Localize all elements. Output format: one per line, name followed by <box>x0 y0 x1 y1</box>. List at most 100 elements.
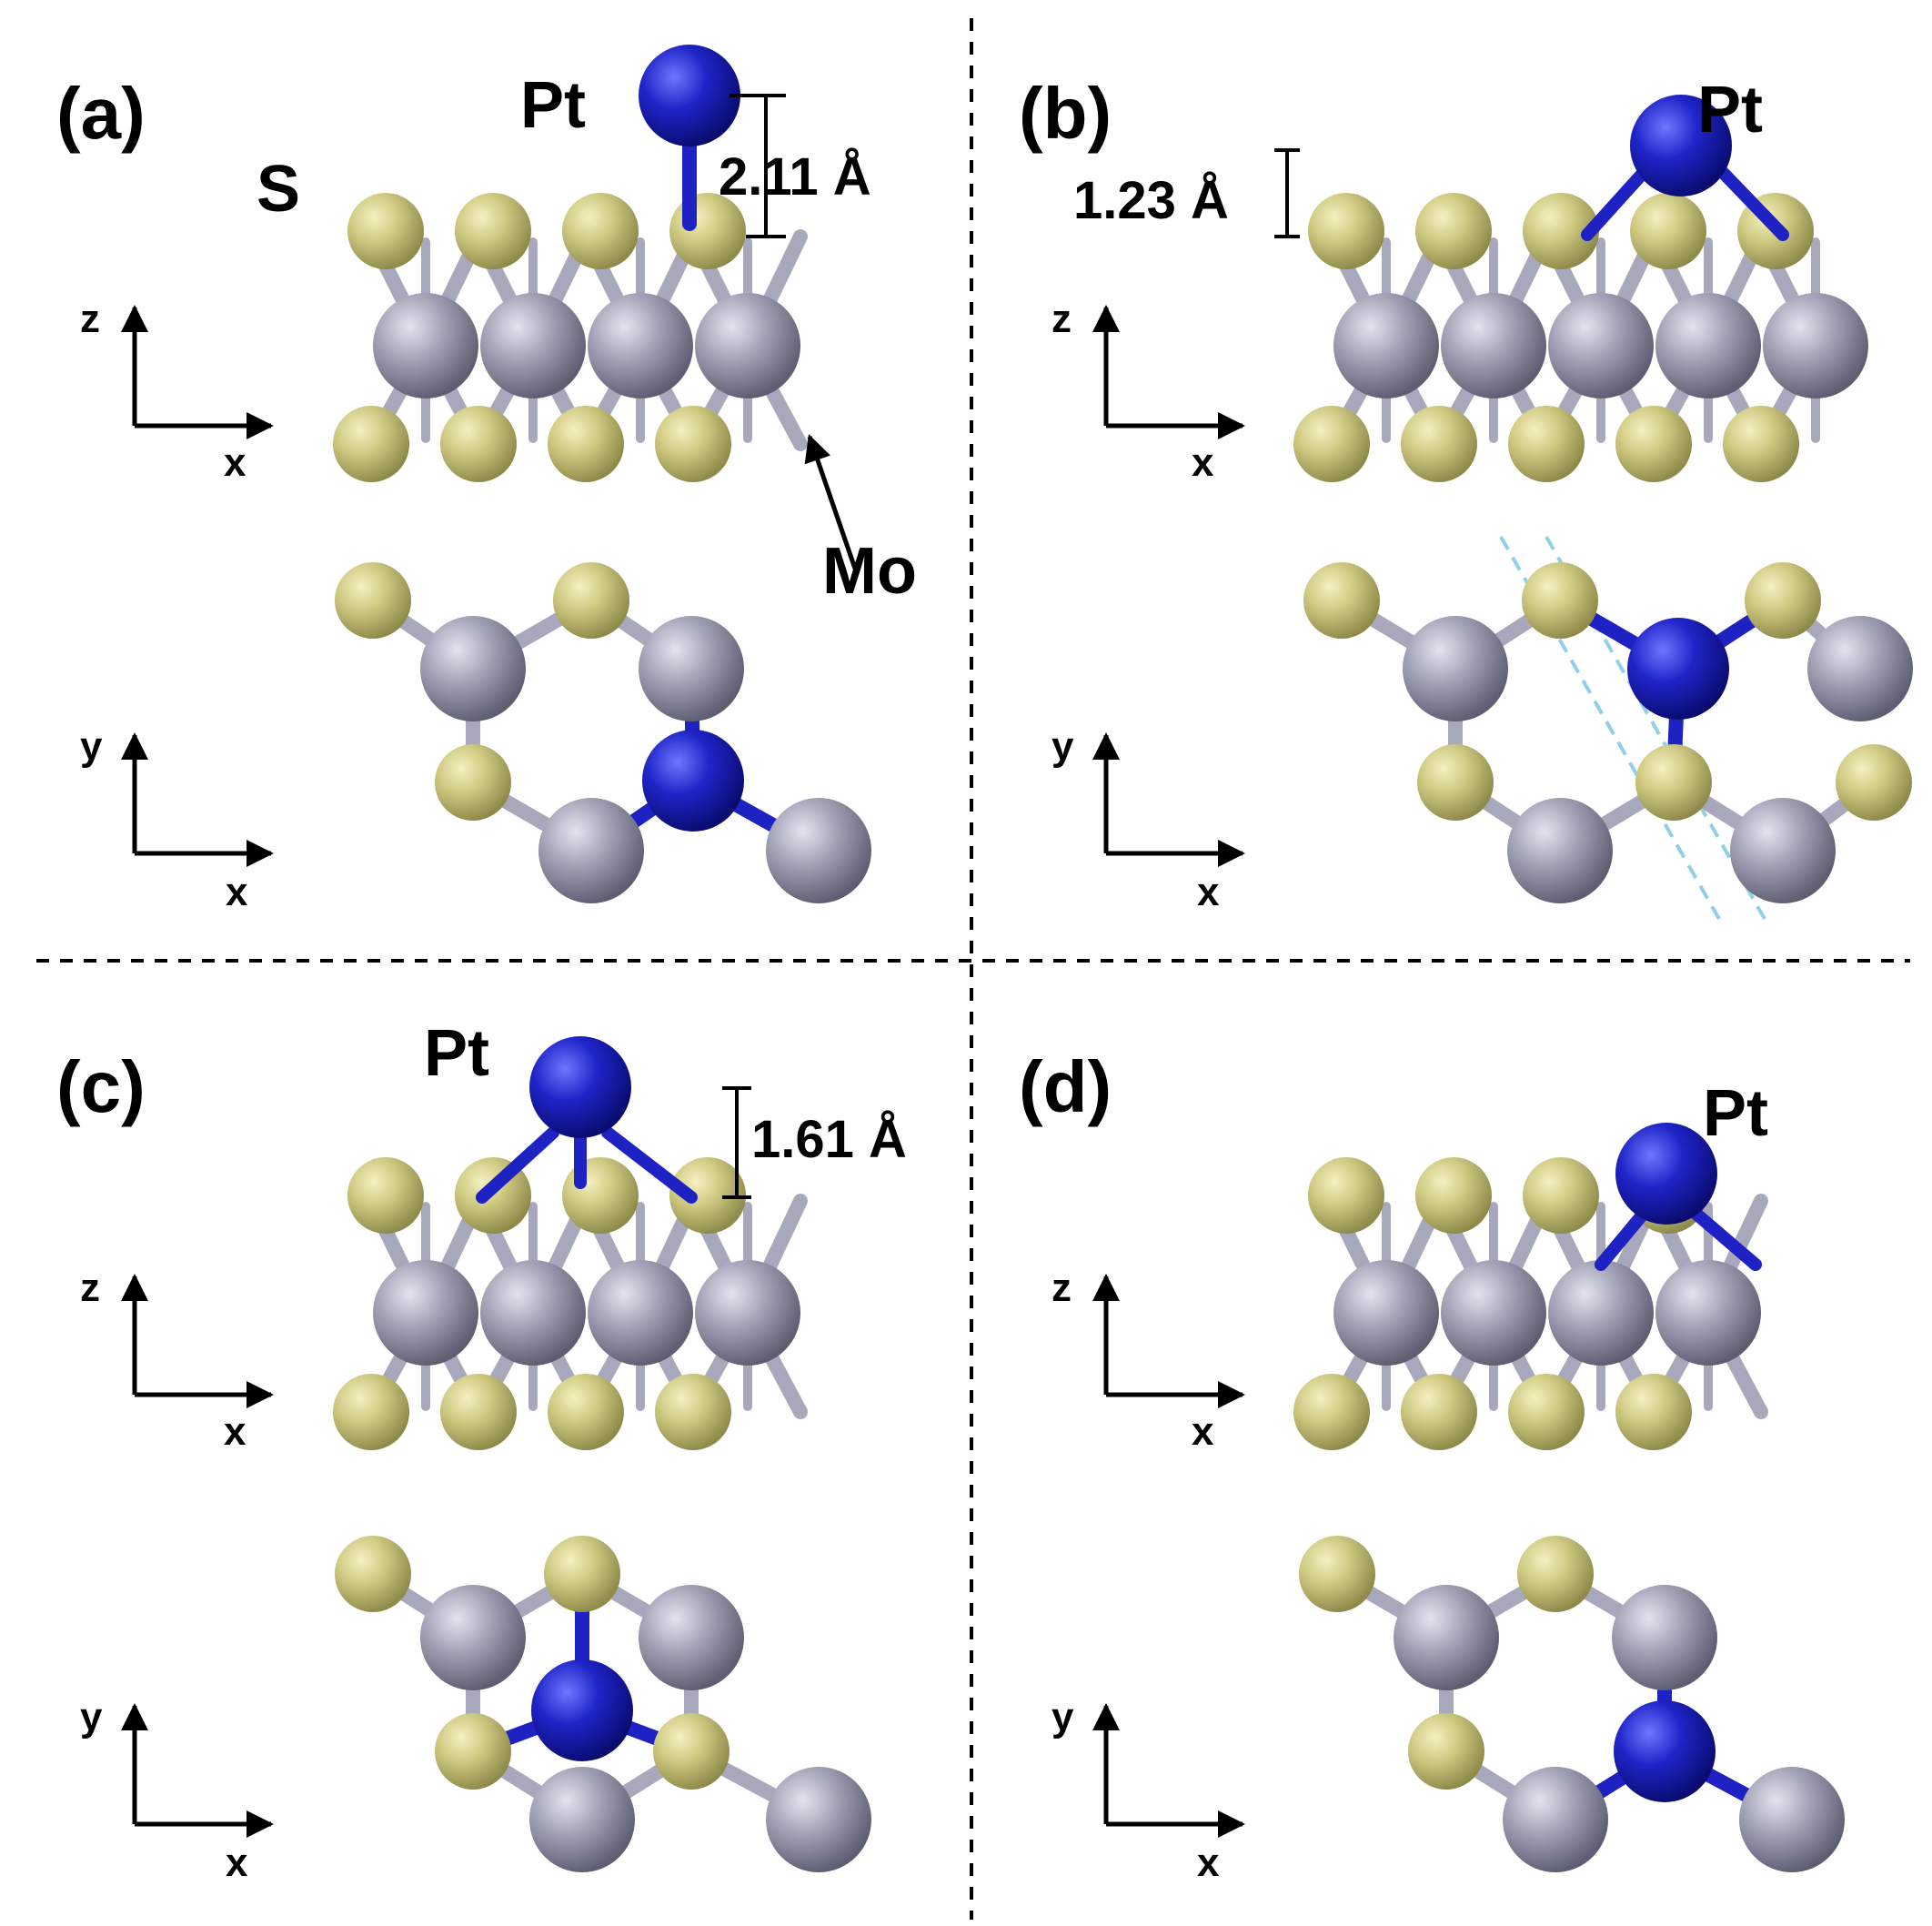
panel-d-side-z-label: z <box>1052 1266 1072 1310</box>
pt-atom <box>531 1659 633 1761</box>
mo-atom <box>1441 293 1546 398</box>
s-atom <box>548 406 624 482</box>
mo-atom <box>1548 1260 1654 1366</box>
panel-c-side-x-label: x <box>224 1409 247 1454</box>
mo-pointer-arrow <box>804 434 858 570</box>
s-atom <box>562 193 639 269</box>
s-atom <box>347 1157 424 1234</box>
panel-b-side-z-label: z <box>1052 297 1072 341</box>
pt-atom <box>642 730 744 832</box>
s-atom <box>1417 744 1494 821</box>
s-atom <box>1299 1536 1375 1612</box>
s-atom <box>335 1536 411 1612</box>
s-atom <box>1415 1157 1492 1234</box>
panel-a-pt-label: Pt <box>520 69 586 142</box>
panel-c-top-x-label: x <box>226 1840 248 1885</box>
s-atom <box>1303 562 1380 639</box>
mo-atom <box>695 1260 800 1366</box>
s-atom <box>669 1157 746 1234</box>
mo-atom <box>420 1585 526 1690</box>
bond <box>1685 1204 1762 1271</box>
panel-a-height-label: 2.11 Å <box>719 147 871 207</box>
panel-c-label: (c) <box>56 1046 146 1127</box>
panel-a-top-x-label: x <box>226 870 248 914</box>
s-atom <box>653 1713 730 1790</box>
panel-d-top-x-label: x <box>1197 1840 1220 1885</box>
mo-atom <box>1655 1260 1761 1366</box>
s-atom <box>1615 406 1692 482</box>
pt-atom <box>1627 618 1729 720</box>
panel-d-top-y-label: y <box>1052 1695 1074 1739</box>
panel-b-top-x-label: x <box>1197 870 1220 914</box>
panel-c-side-z-label: z <box>80 1266 100 1310</box>
s-atom <box>335 562 411 639</box>
s-atom <box>1293 406 1370 482</box>
bond <box>1595 1204 1653 1271</box>
s-atom <box>655 1374 731 1450</box>
panel-b-pt-label: Pt <box>1697 74 1763 146</box>
mo-atom <box>588 293 693 398</box>
panel-d-side-x-label: x <box>1192 1409 1214 1454</box>
s-atom <box>1523 1157 1599 1234</box>
s-atom <box>1415 193 1492 269</box>
panel-c-height-label: 1.61 Å <box>751 1110 907 1169</box>
s-atom <box>440 1374 517 1450</box>
mo-atom <box>480 1260 586 1366</box>
panel-a-mo-label: Mo <box>822 535 917 608</box>
panel-b <box>1092 95 1913 920</box>
mo-atom <box>1548 293 1654 398</box>
s-atom <box>562 1157 639 1234</box>
mo-atom <box>1333 293 1439 398</box>
mo-atom <box>1730 798 1836 903</box>
pt-atom <box>1630 95 1732 197</box>
pt-atom <box>529 1036 631 1138</box>
s-atom <box>333 1374 409 1450</box>
mo-atom <box>639 616 744 721</box>
s-atom <box>1308 193 1384 269</box>
s-atom <box>1308 1157 1384 1234</box>
panel-d <box>1092 1123 1845 1872</box>
s-atom <box>544 1536 620 1612</box>
mo-atom <box>1503 1767 1608 1872</box>
s-atom <box>1522 562 1598 639</box>
mo-atom <box>639 1585 744 1690</box>
s-atom <box>1508 406 1585 482</box>
mo-atom <box>1403 616 1508 721</box>
s-atom <box>455 193 531 269</box>
mo-atom <box>1394 1585 1499 1690</box>
panel-a <box>121 45 871 903</box>
panel-d-pt-label: Pt <box>1703 1077 1768 1150</box>
panel-a-s-label: S <box>257 153 300 226</box>
pt-atom <box>1614 1700 1716 1802</box>
bond <box>601 1126 698 1204</box>
s-atom <box>548 1374 624 1450</box>
s-atom <box>1401 1374 1477 1450</box>
panel-a-side-z-label: z <box>80 297 100 341</box>
mo-atom <box>1507 798 1613 903</box>
pt-atom <box>639 45 740 146</box>
s-atom <box>1523 193 1599 269</box>
panel-b-label: (b) <box>1019 73 1112 154</box>
s-atom <box>1293 1374 1370 1450</box>
panel-b-side-x-label: x <box>1192 440 1214 485</box>
panel-b-top-y-label: y <box>1052 724 1074 769</box>
panel-c <box>121 1036 871 1872</box>
bond <box>476 1126 559 1204</box>
mo-atom <box>529 1767 635 1872</box>
mo-atom <box>1763 293 1868 398</box>
mo-atom <box>373 293 478 398</box>
mo-atom <box>420 616 526 721</box>
panel-b-height-label: 1.23 Å <box>1073 171 1229 230</box>
s-atom <box>440 406 517 482</box>
s-atom <box>1630 193 1706 269</box>
s-atom <box>1408 1713 1484 1790</box>
s-atom <box>1401 406 1477 482</box>
mo-atom <box>766 1767 871 1872</box>
panel-a-label: (a) <box>56 73 146 154</box>
mo-atom <box>1333 1260 1439 1366</box>
s-atom <box>1745 562 1821 639</box>
s-atom <box>435 744 511 821</box>
mo-atom <box>1655 293 1761 398</box>
panel-a-top-y-label: y <box>80 724 103 769</box>
